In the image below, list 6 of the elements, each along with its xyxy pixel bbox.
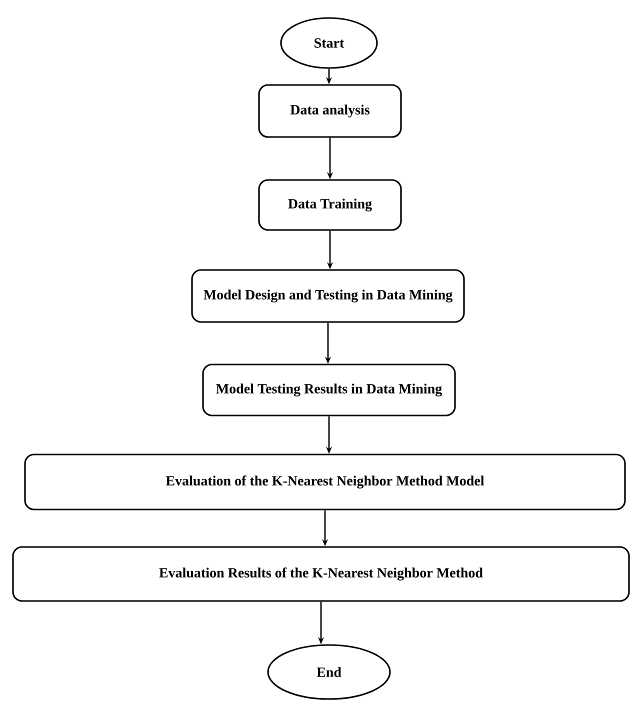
process-box: Data analysis bbox=[258, 84, 402, 138]
process-box: Model Testing Results in Data Mining bbox=[202, 364, 456, 416]
process-box: Data Training bbox=[258, 179, 402, 231]
process-box: Model Design and Testing in Data Mining bbox=[191, 269, 465, 323]
process-box: Evaluation Results of the K-Nearest Neighbor Method bbox=[12, 546, 630, 602]
process-box: Evaluation of the K-Nearest Neighbor Method Model bbox=[24, 454, 626, 510]
